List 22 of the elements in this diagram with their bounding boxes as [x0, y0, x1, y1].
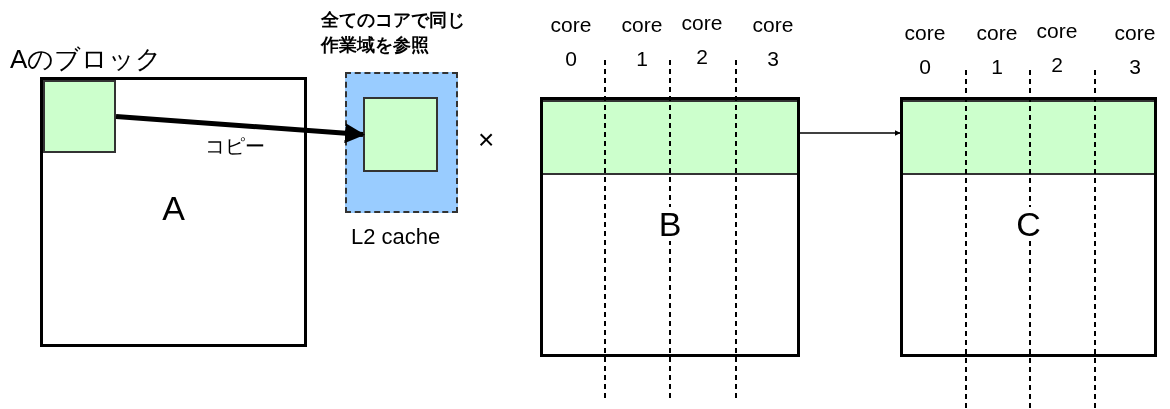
block-box — [363, 97, 438, 172]
matrix-box — [900, 97, 1157, 357]
block-label: Aのブロック — [10, 46, 163, 72]
core-label: core 1 — [975, 20, 1019, 80]
multiply-sign: × — [478, 123, 495, 157]
core-label: core 0 — [903, 20, 947, 80]
core-label: core 2 — [1035, 18, 1079, 78]
arrow — [115, 114, 365, 144]
arrow — [799, 130, 901, 136]
cache-caption: L2 cache — [351, 226, 441, 248]
edge-label: コピー — [205, 136, 265, 156]
core-label: core 3 — [751, 12, 795, 72]
matrix-box — [540, 97, 800, 357]
core-label: core 0 — [549, 12, 593, 72]
core-label: core 1 — [620, 12, 664, 72]
cache-heading: 全てのコアで同じ作業域を参照 — [321, 9, 466, 58]
matrix-box — [40, 77, 307, 347]
row-band — [543, 100, 797, 175]
core-label: core 2 — [680, 10, 724, 70]
block-box — [43, 80, 116, 153]
row-band — [903, 100, 1154, 175]
core-label: core 3 — [1113, 20, 1157, 80]
